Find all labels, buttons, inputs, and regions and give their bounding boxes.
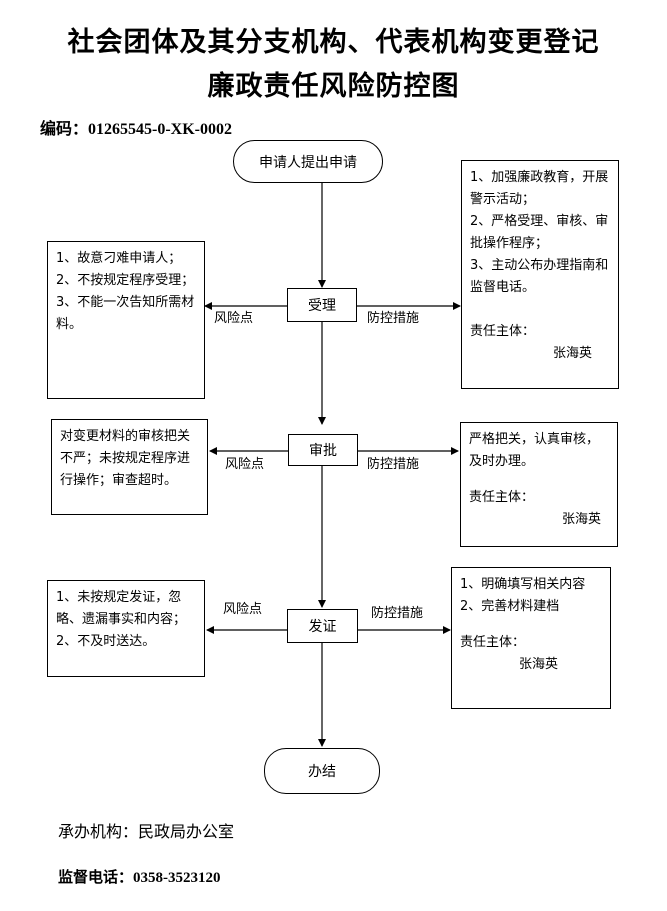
responsible-label-issue: 责任主体： — [460, 635, 526, 650]
page-title: 社会团体及其分支机构、代表机构变更登记 — [67, 27, 600, 57]
responsible-name-accept: 张海英 — [552, 346, 592, 361]
control-label-issue: 防控措施 — [370, 602, 425, 621]
step-issue: 发证 — [287, 609, 358, 643]
risk-label-approve: 风险点 — [224, 453, 266, 472]
responsible-name-issue: 张海英 — [518, 657, 558, 672]
step-issue-label: 发证 — [308, 619, 337, 635]
control-text-accept: 1、加强廉政教育，开展警示活动； 2、严格受理、审核、审批操作程序； 3、主动公… — [470, 170, 609, 295]
control-label-accept: 防控措施 — [366, 307, 421, 326]
responsible-label-accept: 责任主体： — [470, 324, 536, 339]
step-approve-label: 审批 — [309, 443, 337, 459]
start-node: 申请人提出申请 — [233, 140, 383, 183]
risk-text-accept: 1、故意刁难申请人； 2、不按规定程序受理； 3、不能一次告知所需材料。 — [56, 251, 195, 332]
step-accept: 受理 — [287, 288, 357, 322]
control-text-approve: 严格把关，认真审核，及时办理。 — [469, 432, 600, 469]
risk-box-approve: 对变更材料的审核把关不严；未按规定程序进行操作；审查超时。 — [51, 419, 208, 515]
control-box-issue: 1、明确填写相关内容 2、完善材料建档 责任主体： 张海英 — [451, 567, 611, 709]
control-text-issue: 1、明确填写相关内容 2、完善材料建档 — [460, 577, 586, 614]
document-code: 编码：01265545-0-XK-0002 — [40, 121, 232, 138]
risk-label-accept: 风险点 — [213, 307, 255, 326]
step-approve: 审批 — [288, 434, 358, 466]
risk-text-issue: 1、未按规定发证，忽略、遗漏事实和内容； 2、不及时送达。 — [56, 590, 187, 649]
end-node: 办结 — [264, 748, 380, 794]
control-box-accept: 1、加强廉政教育，开展警示活动； 2、严格受理、审核、审批操作程序； 3、主动公… — [461, 160, 619, 389]
risk-label-issue: 风险点 — [222, 598, 264, 617]
risk-box-accept: 1、故意刁难申请人； 2、不按规定程序受理； 3、不能一次告知所需材料。 — [47, 241, 205, 399]
page-subtitle: 廉政责任风险防控图 — [207, 71, 460, 101]
control-label-approve: 防控措施 — [366, 453, 421, 472]
end-node-label: 办结 — [308, 764, 336, 780]
start-node-label: 申请人提出申请 — [259, 154, 357, 171]
control-box-approve: 严格把关，认真审核，及时办理。 责任主体： 张海英 — [460, 422, 618, 547]
step-accept-label: 受理 — [308, 298, 336, 314]
supervision-phone: 监督电话：0358-3523120 — [58, 870, 221, 886]
responsible-name-approve: 张海英 — [561, 512, 601, 527]
risk-text-approve: 对变更材料的审核把关不严；未按规定程序进行操作；审查超时。 — [60, 429, 191, 488]
responsible-label-approve: 责任主体： — [469, 490, 535, 505]
undertaking-org: 承办机构：民政局办公室 — [58, 822, 235, 841]
risk-box-issue: 1、未按规定发证，忽略、遗漏事实和内容； 2、不及时送达。 — [47, 580, 205, 677]
